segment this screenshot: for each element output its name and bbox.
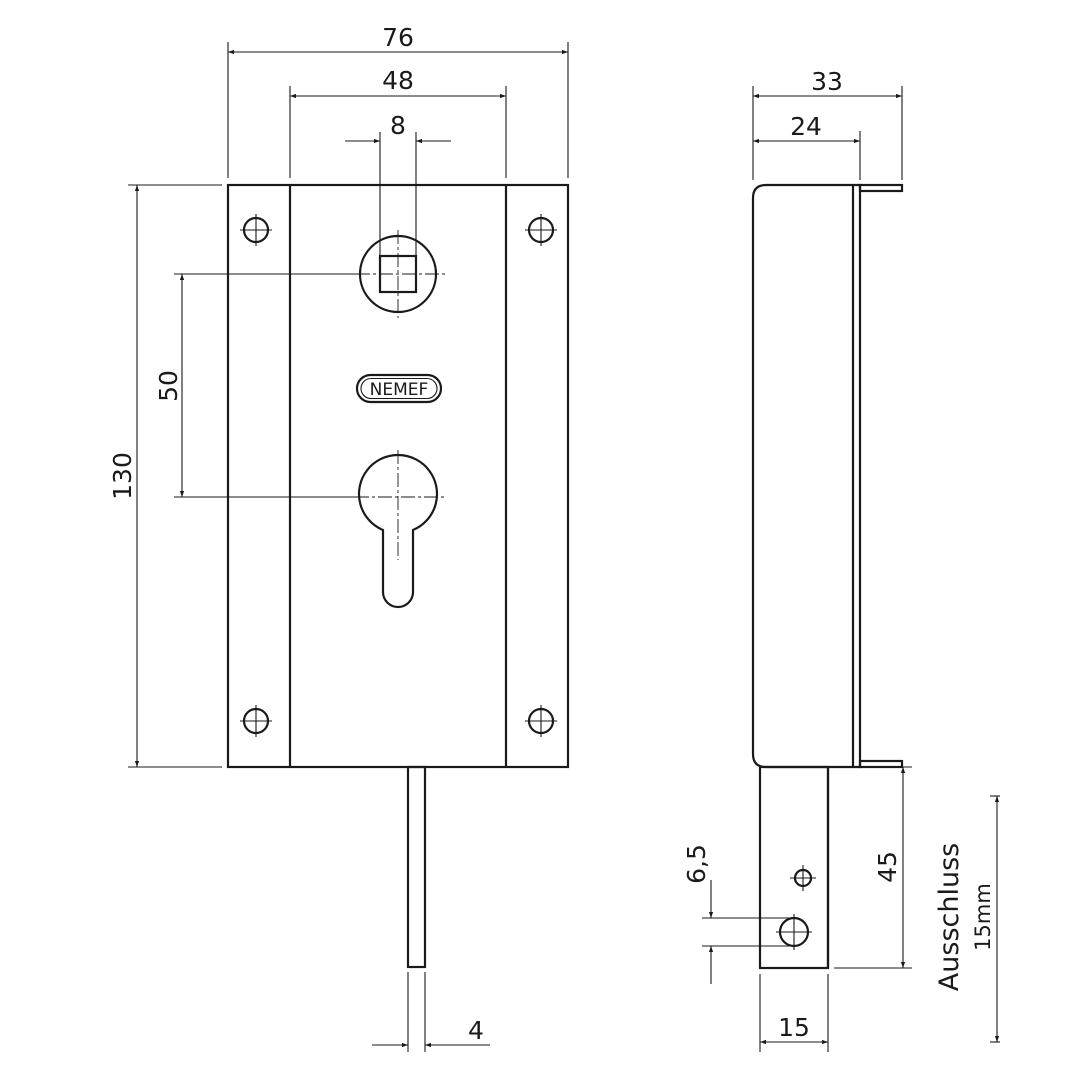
dim-label-center-distance: 50 <box>154 370 183 402</box>
mounting-hole-top-right <box>525 214 557 246</box>
bolt-hole-upper <box>790 865 816 891</box>
dimension-spindle: 8 <box>345 111 451 282</box>
dim-label-bolt-face: 15 <box>778 1013 810 1042</box>
throw-label: Ausschluss <box>934 843 965 991</box>
mounting-hole-bottom-left <box>240 705 272 737</box>
throw-value: 15mm <box>971 883 995 951</box>
dimension-bolt-width: 4 <box>372 972 490 1052</box>
mounting-hole-top-left <box>240 214 272 246</box>
mounting-hole-bottom-right <box>525 705 557 737</box>
dim-label-bolt-length: 45 <box>873 851 902 883</box>
dim-label-bolt-hole: 6,5 <box>682 844 711 884</box>
spindle-follower <box>356 230 446 318</box>
side-faceplate-top-tab <box>858 183 904 193</box>
dimension-bolt-hole: 6,5 <box>682 844 790 984</box>
cylinder-cutout <box>355 450 447 609</box>
dimension-bolt-face: 15 <box>759 974 829 1052</box>
dim-label-width-inner: 48 <box>382 66 414 95</box>
side-body-outline <box>751 183 862 769</box>
dimension-depth-body: 24 <box>753 112 861 180</box>
dimension-width-inner: 48 <box>289 66 507 178</box>
front-view: NEMEF <box>226 183 570 969</box>
dim-label-width-overall: 76 <box>382 23 414 52</box>
dim-label-height-overall: 130 <box>108 452 137 500</box>
dimension-depth-overall: 33 <box>752 67 903 180</box>
side-faceplate-bottom-tab <box>858 759 904 769</box>
throw-annotation: Ausschluss 15mm <box>934 795 1000 1043</box>
lock-case-outline <box>226 183 570 769</box>
brand-label: NEMEF <box>370 380 429 400</box>
bolt-front <box>406 765 427 969</box>
brand-badge: NEMEF <box>355 373 443 404</box>
dim-label-bolt-width: 4 <box>468 1016 484 1045</box>
side-view <box>751 183 904 970</box>
dimension-center-distance: 50 <box>154 273 356 498</box>
bolt-hole-lower <box>776 914 812 950</box>
dim-label-depth-body: 24 <box>790 112 822 141</box>
dim-label-depth-overall: 33 <box>811 67 843 96</box>
dimension-width-overall: 76 <box>227 23 569 178</box>
dim-label-spindle: 8 <box>390 111 406 140</box>
dimension-height-overall: 130 <box>108 184 222 768</box>
dimension-bolt-length: 45 <box>834 766 912 969</box>
